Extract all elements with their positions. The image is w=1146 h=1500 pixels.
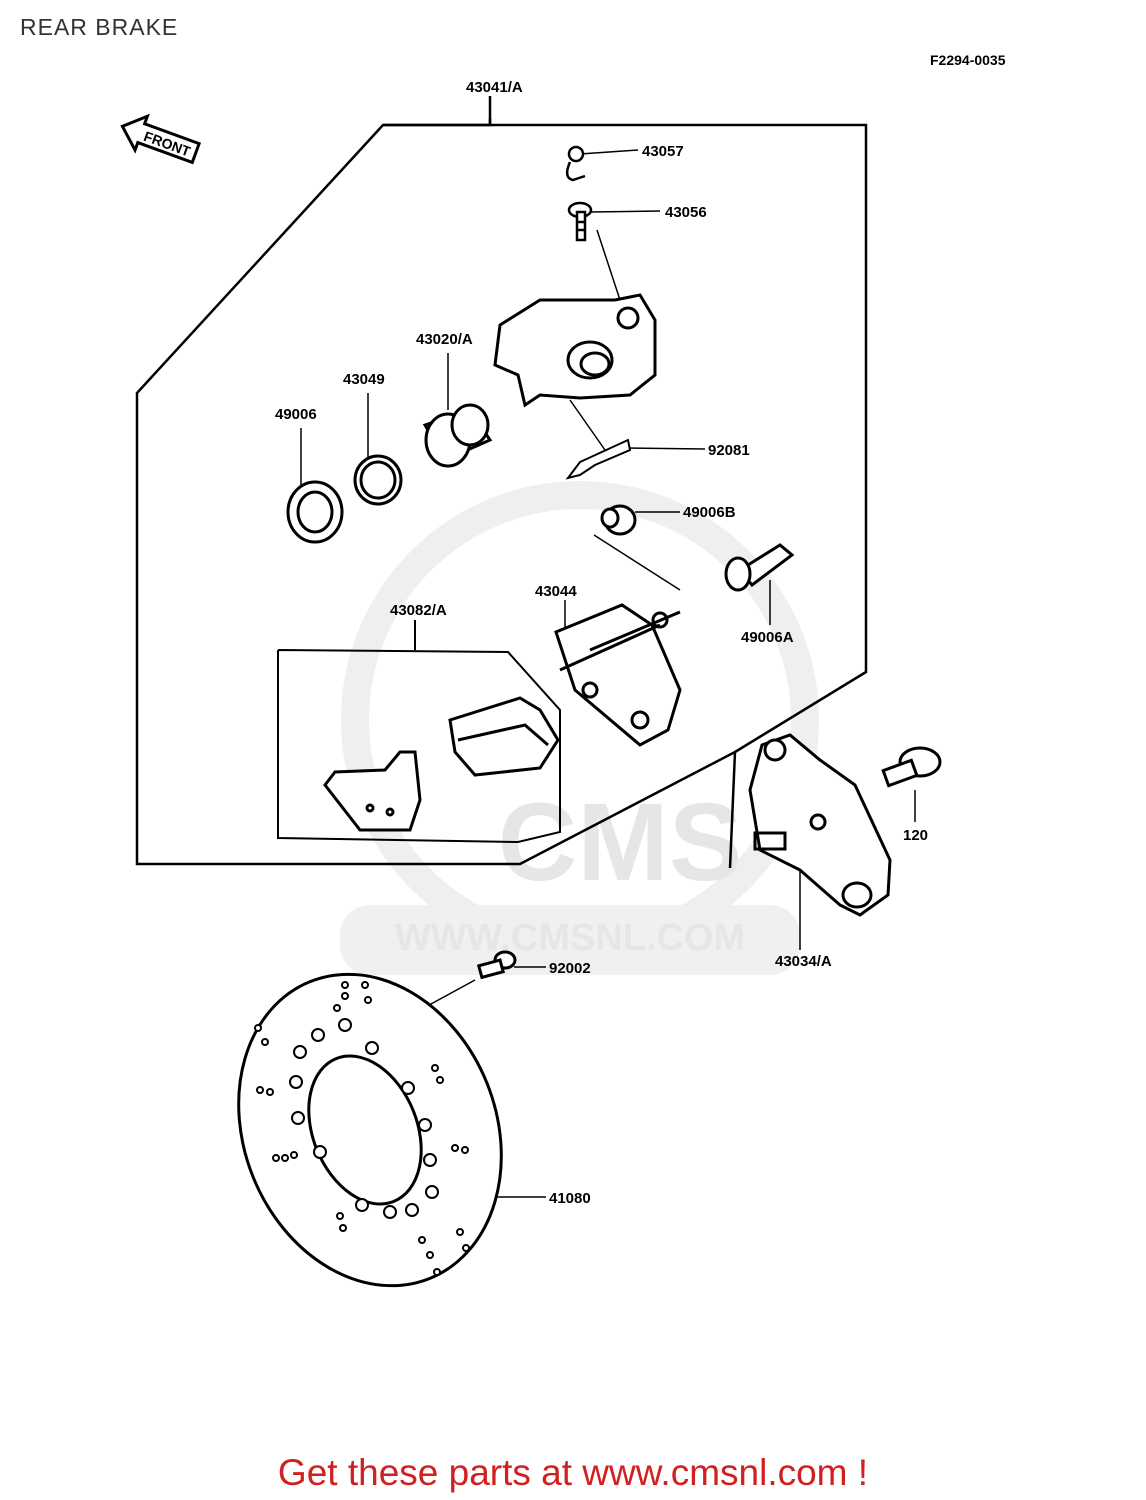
footer-parts-link[interactable]: Get these parts at www.cmsnl.com ! — [277, 1452, 869, 1493]
pin-boot-a — [724, 543, 795, 592]
part-labels: 43041/A 43057 43056 43020/A 43049 49006 … — [275, 79, 928, 1207]
label-49006a: 49006A — [741, 629, 794, 646]
page-title: REAR BRAKE — [20, 14, 179, 40]
pad-set-outline — [277, 620, 561, 844]
pin-boot-b — [600, 504, 637, 536]
pad-spring — [565, 438, 632, 480]
dust-seal — [286, 480, 344, 544]
leader-lines — [300, 149, 916, 1198]
bracket-bolt — [881, 746, 942, 788]
label-43057: 43057 — [642, 143, 684, 160]
watermark-url: WWW.CMSNL.COM — [395, 917, 745, 959]
label-43020: 43020/A — [416, 331, 473, 348]
label-43034: 43034/A — [775, 953, 832, 970]
piston-seal — [353, 454, 403, 506]
mounting-bracket — [748, 733, 892, 917]
disc-bolt — [476, 950, 517, 980]
brake-disc — [237, 972, 503, 1288]
figure-code: F2294-0035 — [930, 52, 1006, 68]
watermark: WWW.CMSNL.COM CMS — [340, 481, 819, 975]
label-92002: 92002 — [549, 960, 591, 977]
label-49006: 49006 — [275, 406, 317, 423]
bleeder-valve — [567, 201, 593, 242]
label-43056: 43056 — [665, 204, 707, 221]
caliper-assembly-outline — [135, 96, 868, 869]
label-43041: 43041/A — [466, 79, 523, 96]
front-arrow-icon: FRONT — [120, 113, 202, 165]
bleeder-cap — [565, 145, 586, 182]
label-43044: 43044 — [535, 583, 577, 600]
caliper-body — [493, 293, 657, 408]
label-49006b: 49006B — [683, 504, 736, 521]
caliper-bracket — [554, 603, 682, 747]
watermark-logo: CMS — [498, 781, 742, 904]
piston — [422, 403, 493, 468]
label-92081: 92081 — [708, 442, 750, 459]
label-120: 120 — [903, 827, 928, 844]
label-41080: 41080 — [549, 1190, 591, 1207]
brake-pads — [323, 696, 560, 832]
label-43082: 43082/A — [390, 602, 447, 619]
disc-holes — [254, 981, 470, 1276]
label-43049: 43049 — [343, 371, 385, 388]
